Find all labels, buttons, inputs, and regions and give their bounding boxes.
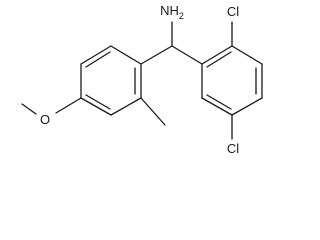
chemical-structure-drawing: NH2 Cl Cl O [21,3,263,156]
bond-left-ring-4-inner [85,94,111,110]
amine-label: NH2 [160,3,184,21]
amine-subscript: 2 [179,11,184,21]
methoxy-oxygen-label: O [40,112,50,127]
bond-left-ring-4 [80,97,112,116]
chloro-top-label: Cl [227,4,239,19]
bond-right-ring-2 [231,45,263,65]
bond-right-ring-1 [201,45,233,65]
bond-layer [21,21,263,140]
bond-center-to-right-ring [171,45,203,65]
bond-right-ring-5 [201,97,233,116]
bond-left-ring-6 [80,45,112,65]
bond-right-ring-5-inner [206,94,232,110]
atom-label-layer: NH2 Cl Cl O [40,3,239,156]
bond-left-ring-6-inner [85,51,111,68]
bond-left-ring-to-center [140,45,173,65]
chloro-bottom-label: Cl [227,141,239,156]
bond-right-ring-1-inner [206,51,232,68]
bond-ring-oxygen [55,97,82,114]
bond-left-ring-3 [110,97,142,116]
bond-right-ring-4 [231,97,263,116]
amine-symbol: NH [160,3,179,18]
bond-left-ring-1 [110,45,142,65]
bond-oxygen-methyl [21,103,37,115]
bond-methyl [140,97,166,126]
